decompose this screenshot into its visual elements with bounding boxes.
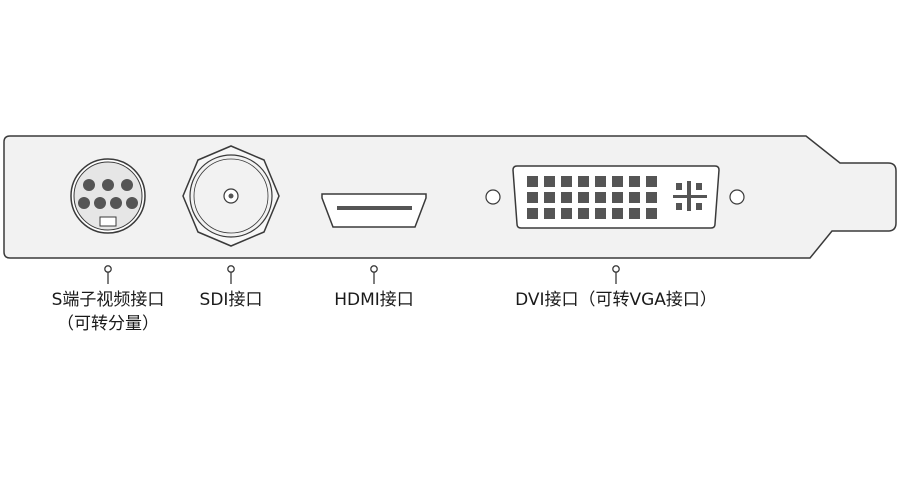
callout-sdi xyxy=(227,265,235,284)
dvi-label-text: DVI接口（可转VGA接口） xyxy=(515,290,717,310)
dvi-pin xyxy=(646,192,657,203)
sdi-connector xyxy=(182,145,280,247)
dvi-pin xyxy=(561,176,572,187)
dvi-pin xyxy=(595,176,606,187)
dvi-pin xyxy=(629,176,640,187)
svideo-pin xyxy=(78,197,90,209)
sdi-label-text: SDI接口 xyxy=(199,290,263,310)
callout-hdmi xyxy=(370,265,378,284)
dvi-pin xyxy=(578,192,589,203)
svideo-key xyxy=(99,216,117,227)
svideo-pin xyxy=(126,197,138,209)
svideo-label: S端子视频接口 （可转分量） xyxy=(52,288,165,336)
dvi-pin xyxy=(612,192,623,203)
dvi-pin xyxy=(544,192,555,203)
svideo-label-line-2: （可转分量） xyxy=(56,314,159,334)
dvi-pin xyxy=(629,192,640,203)
dvi-blade xyxy=(673,181,707,211)
dvi-pin xyxy=(629,208,640,219)
dvi-pin xyxy=(595,208,606,219)
callout-dvi xyxy=(612,265,620,284)
svideo-pin xyxy=(94,197,106,209)
dvi-connector xyxy=(512,165,720,229)
hdmi-contact-strip xyxy=(337,206,412,210)
svideo-pin xyxy=(83,179,95,191)
dvi-pin xyxy=(527,192,538,203)
dvi-pin xyxy=(561,208,572,219)
dvi-pin xyxy=(544,176,555,187)
dvi-pin xyxy=(578,208,589,219)
dvi-screw-right xyxy=(729,189,745,205)
dvi-pin xyxy=(595,192,606,203)
dvi-pin xyxy=(544,208,555,219)
dvi-pin xyxy=(561,192,572,203)
dvi-pin xyxy=(612,176,623,187)
dvi-pin xyxy=(612,208,623,219)
hdmi-label-text: HDMI接口 xyxy=(334,290,414,310)
svideo-pin xyxy=(102,179,114,191)
dvi-screw-left xyxy=(485,189,501,205)
dvi-pin xyxy=(527,208,538,219)
dvi-label: DVI接口（可转VGA接口） xyxy=(515,288,717,312)
dvi-pin xyxy=(646,208,657,219)
dvi-pin-grid xyxy=(527,176,657,219)
callout-svideo xyxy=(104,265,112,284)
hdmi-connector xyxy=(321,193,427,228)
svideo-pin xyxy=(110,197,122,209)
svideo-pin xyxy=(121,179,133,191)
dvi-pin xyxy=(646,176,657,187)
hdmi-label: HDMI接口 xyxy=(334,288,414,312)
dvi-pin xyxy=(578,176,589,187)
svideo-label-line-1: S端子视频接口 xyxy=(51,290,165,310)
svideo-connector xyxy=(70,158,146,234)
sdi-label: SDI接口 xyxy=(200,288,263,312)
dvi-pin xyxy=(527,176,538,187)
